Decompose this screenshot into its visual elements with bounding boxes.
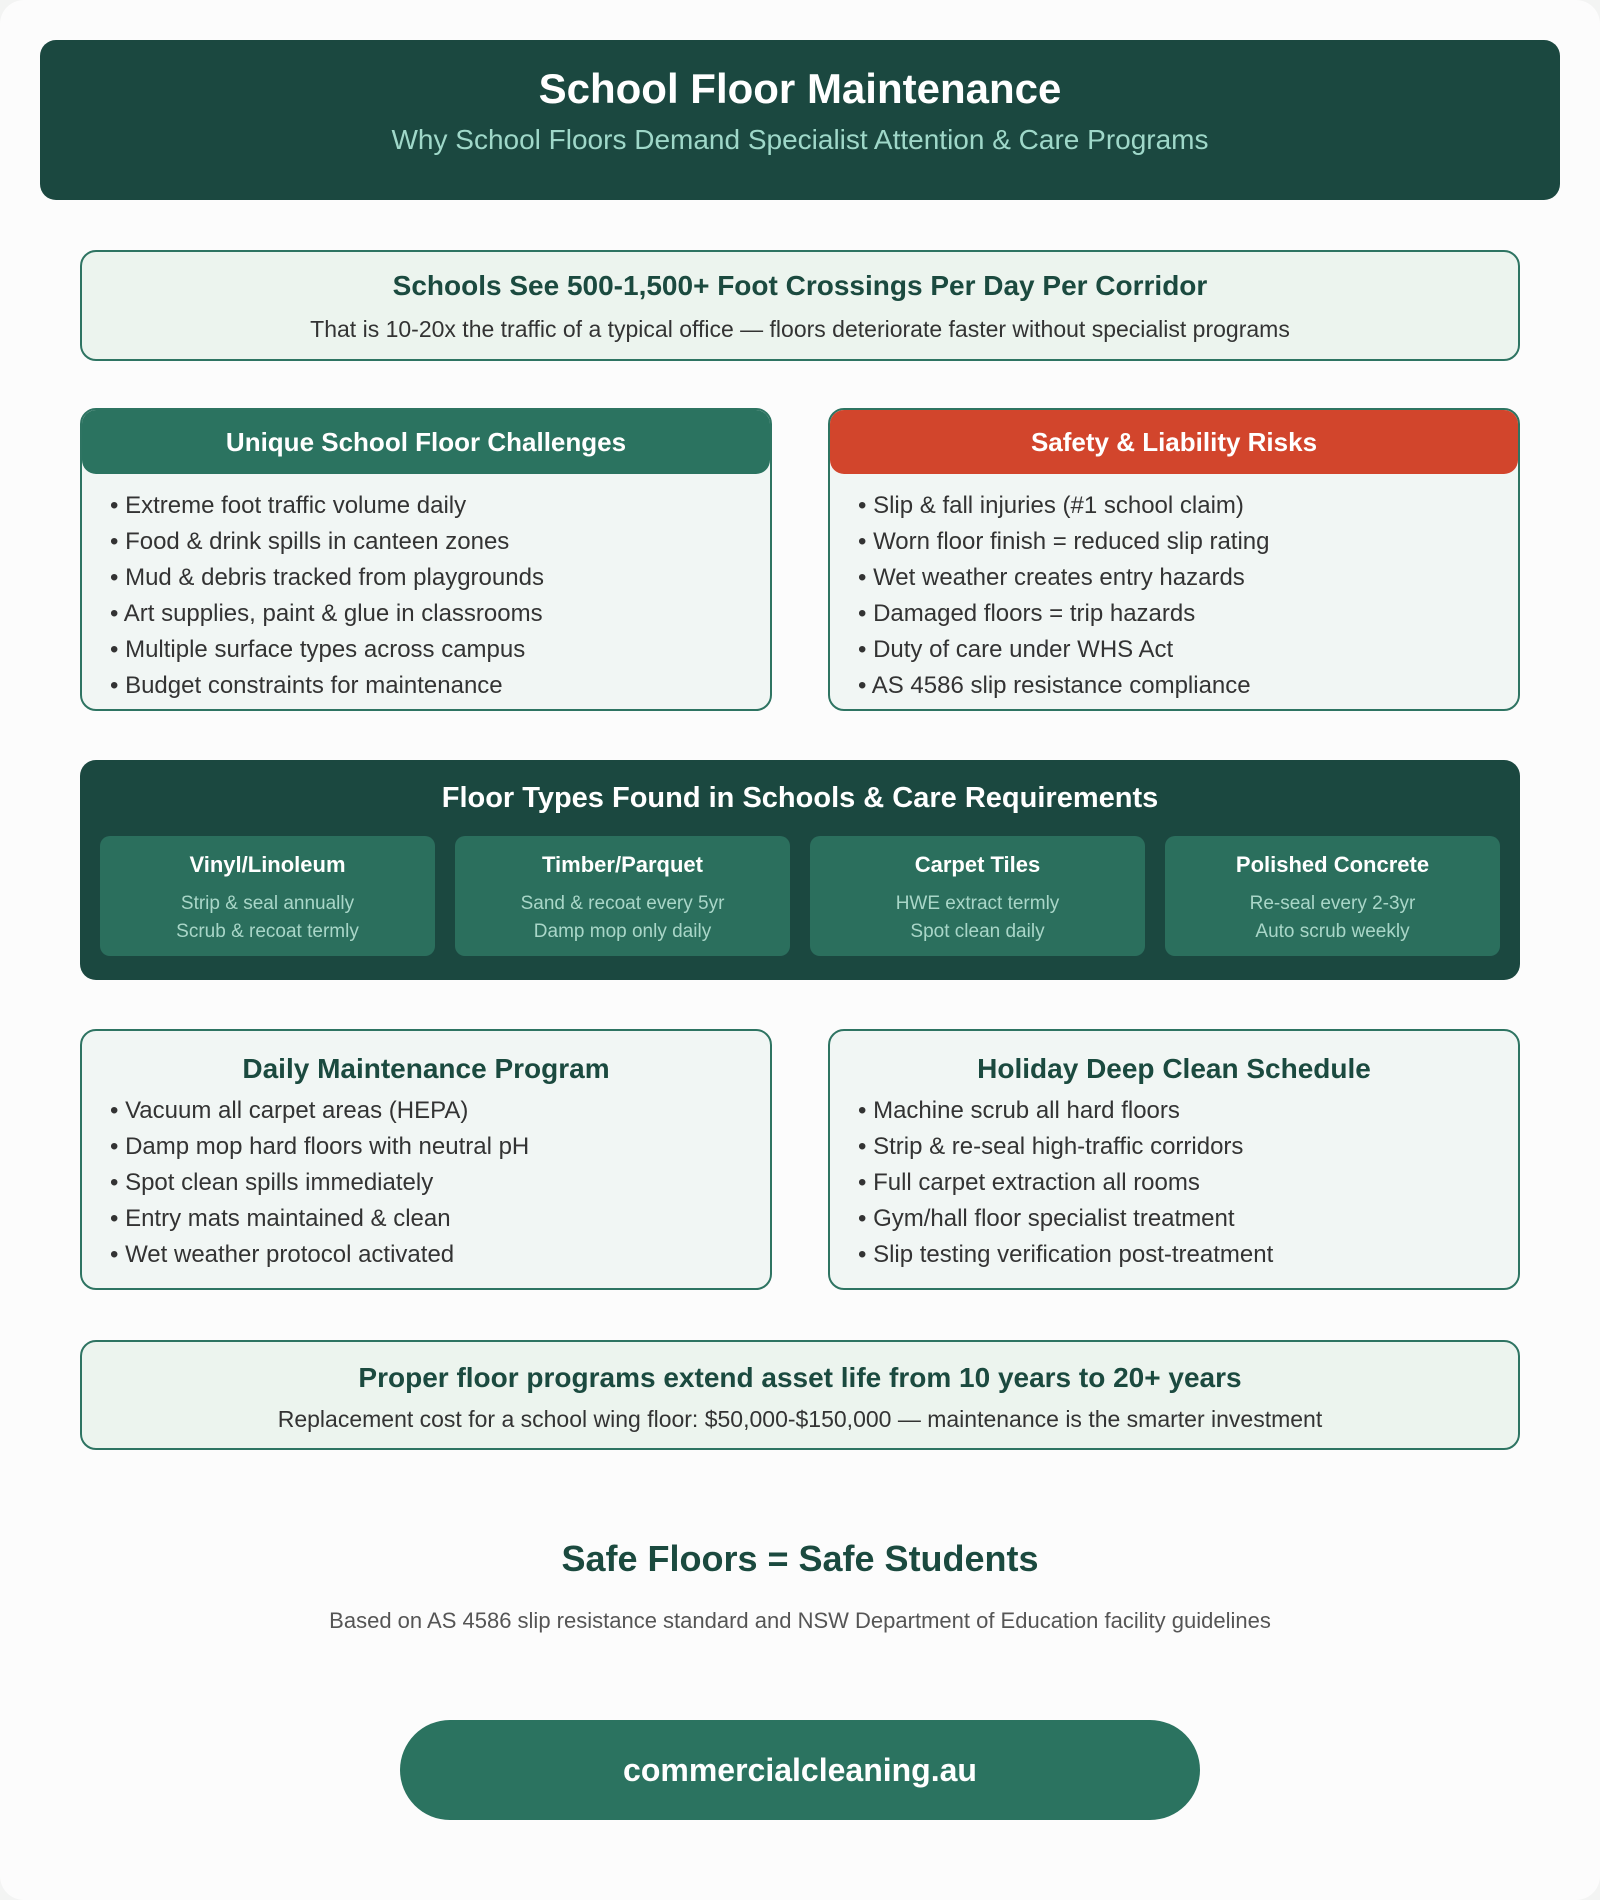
- daily-program-title: Daily Maintenance Program: [242, 1053, 610, 1084]
- floor-type-name: Vinyl/Linoleum: [189, 852, 346, 877]
- list-item: Duty of care under WHS Act: [858, 632, 1518, 668]
- traffic-callout: Schools See 500-1,500+ Foot Crossings Pe…: [80, 250, 1520, 361]
- tagline: Safe Floors = Safe Students: [561, 1538, 1039, 1579]
- list-item: Art supplies, paint & glue in classrooms: [110, 596, 770, 632]
- asset-life-callout: Proper floor programs extend asset life …: [80, 1340, 1520, 1450]
- list-item: Slip testing verification post-treatment: [858, 1237, 1518, 1273]
- floor-type-name: Timber/Parquet: [542, 852, 703, 877]
- list-item: Wet weather protocol activated: [110, 1237, 770, 1273]
- list-item: Strip & re-seal high-traffic corridors: [858, 1129, 1518, 1165]
- list-item: Vacuum all carpet areas (HEPA): [110, 1093, 770, 1129]
- list-item: Spot clean spills immediately: [110, 1165, 770, 1201]
- source-note: Based on AS 4586 slip resistance standar…: [329, 1608, 1271, 1633]
- daily-program-list: Vacuum all carpet areas (HEPA) Damp mop …: [82, 1093, 770, 1273]
- floor-type-care-line: Sand & recoat every 5yr: [520, 893, 725, 914]
- floor-type-name: Polished Concrete: [1235, 852, 1430, 877]
- challenges-card: Unique School Floor Challenges Extreme f…: [80, 408, 772, 711]
- daily-program-card: Daily Maintenance Program Vacuum all car…: [80, 1029, 772, 1290]
- challenges-card-title: Unique School Floor Challenges: [82, 410, 770, 474]
- floor-type-care-line: Auto scrub weekly: [1255, 921, 1410, 942]
- page-title: School Floor Maintenance: [538, 65, 1062, 112]
- list-item: Wet weather creates entry hazards: [858, 560, 1518, 596]
- safety-card: Safety & Liability Risks Slip & fall inj…: [828, 408, 1520, 711]
- asset-life-text: Replacement cost for a school wing floor…: [277, 1406, 1323, 1432]
- website-link-button[interactable]: commercialcleaning.au: [400, 1720, 1200, 1820]
- floor-types-panel: Floor Types Found in Schools & Care Requ…: [80, 760, 1520, 980]
- floor-types-grid: Vinyl/Linoleum Strip & seal annually Scr…: [100, 836, 1500, 956]
- safety-list: Slip & fall injuries (#1 school claim) W…: [830, 488, 1518, 704]
- traffic-callout-text: That is 10-20x the traffic of a typical …: [310, 316, 1290, 342]
- list-item: Entry mats maintained & clean: [110, 1201, 770, 1237]
- list-item: Multiple surface types across campus: [110, 632, 770, 668]
- floor-type-care-line: Scrub & recoat termly: [176, 921, 359, 942]
- list-item: Budget constraints for maintenance: [110, 668, 770, 704]
- list-item: Extreme foot traffic volume daily: [110, 488, 770, 524]
- list-item: Machine scrub all hard floors: [858, 1093, 1518, 1129]
- asset-life-heading: Proper floor programs extend asset life …: [358, 1362, 1242, 1393]
- safety-card-title: Safety & Liability Risks: [830, 410, 1518, 474]
- floor-type-tile-carpet: Carpet Tiles HWE extract termly Spot cle…: [810, 836, 1145, 956]
- floor-type-tile-concrete: Polished Concrete Re-seal every 2-3yr Au…: [1165, 836, 1500, 956]
- list-item: Food & drink spills in canteen zones: [110, 524, 770, 560]
- floor-type-tile-timber: Timber/Parquet Sand & recoat every 5yr D…: [455, 836, 790, 956]
- list-item: Damp mop hard floors with neutral pH: [110, 1129, 770, 1165]
- floor-type-care-line: HWE extract termly: [895, 893, 1060, 914]
- challenges-list: Extreme foot traffic volume daily Food &…: [82, 488, 770, 704]
- header-banner: School Floor Maintenance Why School Floo…: [40, 40, 1560, 200]
- list-item: Worn floor finish = reduced slip rating: [858, 524, 1518, 560]
- floor-type-care-line: Strip & seal annually: [180, 893, 355, 914]
- traffic-callout-heading: Schools See 500-1,500+ Foot Crossings Pe…: [392, 270, 1208, 301]
- floor-type-care-line: Re-seal every 2-3yr: [1249, 893, 1416, 914]
- floor-type-care-line: Spot clean daily: [910, 921, 1045, 942]
- list-item: Mud & debris tracked from playgrounds: [110, 560, 770, 596]
- holiday-schedule-card: Holiday Deep Clean Schedule Machine scru…: [828, 1029, 1520, 1290]
- list-item: Gym/hall floor specialist treatment: [858, 1201, 1518, 1237]
- floor-types-title: Floor Types Found in Schools & Care Requ…: [441, 782, 1159, 814]
- list-item: Full carpet extraction all rooms: [858, 1165, 1518, 1201]
- holiday-schedule-list: Machine scrub all hard floors Strip & re…: [830, 1093, 1518, 1273]
- floor-type-tile-vinyl: Vinyl/Linoleum Strip & seal annually Scr…: [100, 836, 435, 956]
- floor-type-name: Carpet Tiles: [914, 852, 1041, 877]
- holiday-schedule-title: Holiday Deep Clean Schedule: [977, 1053, 1371, 1084]
- page-subtitle: Why School Floors Demand Specialist Atte…: [391, 124, 1209, 156]
- list-item: AS 4586 slip resistance compliance: [858, 668, 1518, 704]
- list-item: Slip & fall injuries (#1 school claim): [858, 488, 1518, 524]
- list-item: Damaged floors = trip hazards: [858, 596, 1518, 632]
- floor-type-care-line: Damp mop only daily: [533, 921, 712, 942]
